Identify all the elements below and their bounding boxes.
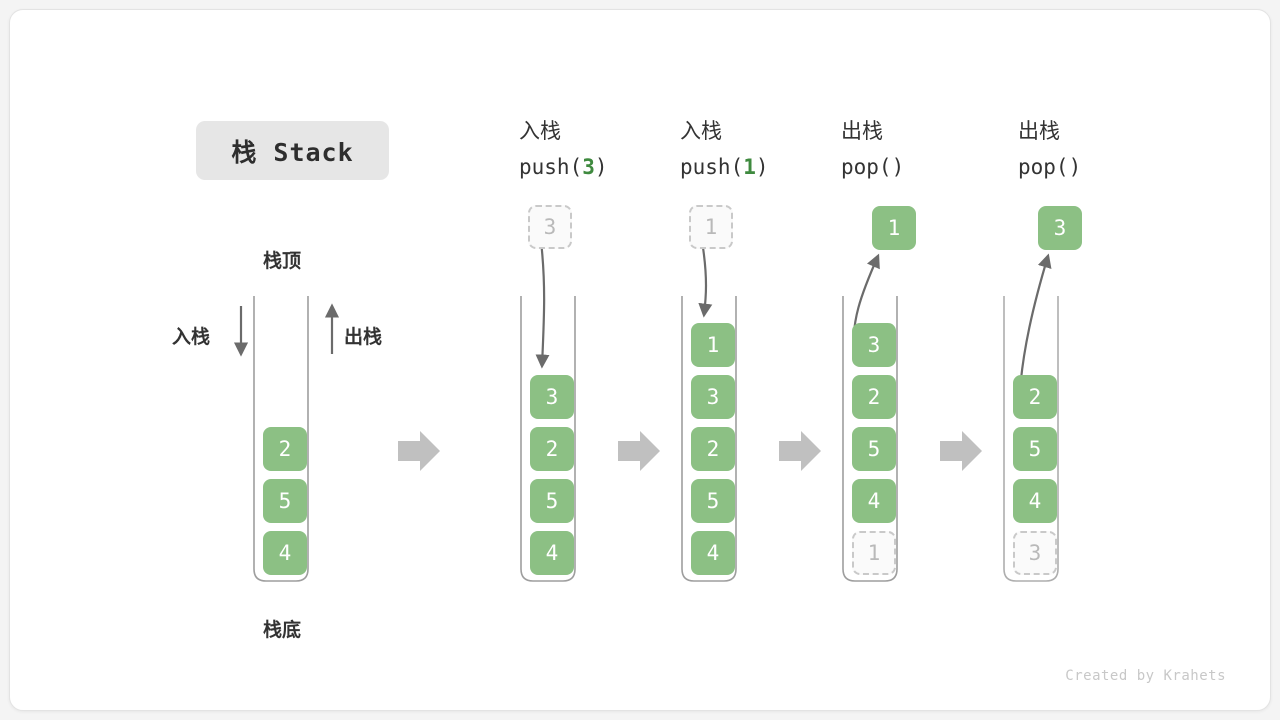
stack-step-2-cells: 4 5 2 3 1 (691, 315, 735, 575)
stack-top-label: 栈顶 (263, 250, 302, 272)
stack-cell: 3 (691, 375, 735, 419)
stack-step-2: 4 5 2 3 1 (682, 295, 744, 581)
step-1-call-suffix: ) (594, 155, 608, 179)
stack-cell: 5 (530, 479, 574, 523)
stack-cell: 4 (263, 531, 307, 575)
credit-label: Created by Krahets (1065, 668, 1226, 684)
stack-step-3: 1 4 5 2 3 (843, 295, 905, 581)
stack-initial: 4 5 2 (254, 295, 316, 581)
arrows-layer (233, 240, 1059, 582)
step-4-op-call: pop() (1018, 149, 1081, 185)
step-3-call-prefix: pop( (841, 155, 892, 179)
stack-step-3-cells: 1 4 5 2 3 (852, 315, 896, 575)
stack-cell: 4 (691, 531, 735, 575)
step-2-op-call: push(1) (680, 149, 769, 185)
step-2-call-suffix: ) (755, 155, 769, 179)
step-1-op-call: push(3) (519, 149, 608, 185)
step-4-operation: 出栈 pop() (1018, 113, 1081, 185)
step-2-call-arg: 1 (743, 155, 756, 179)
push-direction-label: 入栈 (172, 326, 211, 348)
stack-cell: 5 (691, 479, 735, 523)
step-4-call-suffix: ) (1068, 155, 1082, 179)
step-1-incoming-box: 3 (528, 205, 572, 249)
stack-cell: 4 (1013, 479, 1057, 523)
stack-cell: 1 (691, 323, 735, 367)
title-badge-label: 栈 Stack (231, 137, 354, 167)
step-3-call-suffix: ) (891, 155, 905, 179)
stack-cell: 4 (530, 531, 574, 575)
step-2-operation: 入栈 push(1) (680, 113, 769, 185)
step-1-operation: 入栈 push(3) (519, 113, 608, 185)
step-3-popped-box: 1 (872, 206, 916, 250)
stack-cell: 5 (1013, 427, 1057, 471)
diagram-card: 栈 Stack (9, 9, 1271, 711)
step-2-call-prefix: push( (680, 155, 744, 179)
stack-cell: 2 (530, 427, 574, 471)
stack-cell: 5 (263, 479, 307, 523)
stack-step-1: 4 5 2 3 (521, 295, 583, 581)
stack-cell-ghost: 3 (1013, 531, 1057, 575)
stack-cell: 4 (852, 479, 896, 523)
stack-cell: 3 (852, 323, 896, 367)
stack-step-4-cells: 3 4 5 2 (1013, 367, 1057, 575)
stack-bottom-label: 栈底 (263, 619, 302, 641)
stack-cell-ghost: 1 (852, 531, 896, 575)
stack-cell: 2 (263, 427, 307, 471)
stack-step-1-cells: 4 5 2 3 (530, 367, 574, 575)
step-4-popped-box: 3 (1038, 206, 1082, 250)
step-2-incoming-box: 1 (689, 205, 733, 249)
step-4-op-name: 出栈 (1018, 119, 1060, 143)
step-3-operation: 出栈 pop() (841, 113, 904, 185)
step-3-op-name: 出栈 (841, 119, 883, 143)
title-badge: 栈 Stack (196, 121, 389, 180)
step-4-call-prefix: pop( (1018, 155, 1069, 179)
step-1-call-prefix: push( (519, 155, 583, 179)
step-2-op-name: 入栈 (680, 119, 722, 143)
stack-cell: 3 (530, 375, 574, 419)
stack-cell: 2 (1013, 375, 1057, 419)
step-1-op-name: 入栈 (519, 119, 561, 143)
step-1-call-arg: 3 (582, 155, 595, 179)
stack-cell: 5 (852, 427, 896, 471)
stack-cell: 2 (691, 427, 735, 471)
stack-initial-cells: 4 5 2 (263, 419, 307, 575)
step-3-op-call: pop() (841, 149, 904, 185)
pop-direction-label: 出栈 (344, 326, 383, 348)
stack-step-4: 3 4 5 2 (1004, 295, 1066, 581)
stack-cell: 2 (852, 375, 896, 419)
